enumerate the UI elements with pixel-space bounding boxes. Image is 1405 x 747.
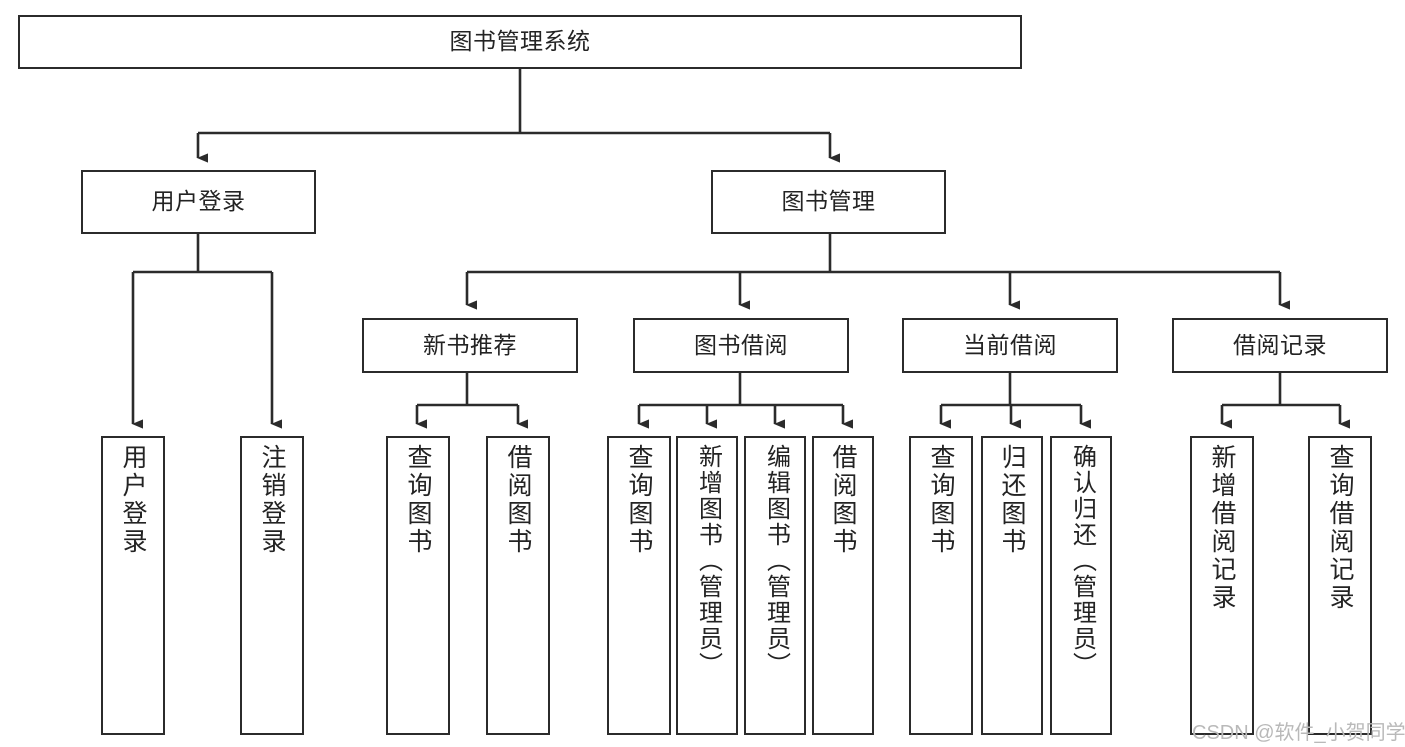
node-label: 新书推荐 — [423, 331, 517, 358]
node-label: 新增借阅记录 — [1208, 444, 1236, 612]
node-label: 借阅记录 — [1233, 331, 1327, 358]
node-label: 归还图书 — [998, 444, 1026, 556]
leaf-nb-borrow-book[interactable]: 借阅图书 — [486, 436, 550, 735]
watermark-text: CSDN @软件_小贺同学 — [1192, 722, 1405, 744]
node-label: 查询图书 — [927, 444, 955, 556]
leaf-user-login[interactable]: 用户登录 — [101, 436, 165, 735]
node-label: 图书借阅 — [694, 331, 788, 358]
leaf-bb-borrow-book[interactable]: 借阅图书 — [812, 436, 874, 735]
leaf-bb-query-book[interactable]: 查询图书 — [607, 436, 671, 735]
node-label: 当前借阅 — [963, 331, 1057, 358]
node-label: 查询图书 — [625, 444, 653, 556]
leaf-br-query-record[interactable]: 查询借阅记录 — [1308, 436, 1372, 735]
leaf-br-add-record[interactable]: 新增借阅记录 — [1190, 436, 1254, 735]
node-label: 借阅图书 — [829, 444, 857, 556]
node-current-borrow[interactable]: 当前借阅 — [902, 318, 1118, 373]
leaf-bb-add-book[interactable]: 新增图书（管理员） — [676, 436, 738, 735]
node-label: 查询借阅记录 — [1326, 444, 1354, 612]
leaf-bb-edit-book[interactable]: 编辑图书（管理员） — [744, 436, 806, 735]
node-book-borrow[interactable]: 图书借阅 — [633, 318, 849, 373]
node-label: 用户登录 — [151, 188, 246, 215]
node-label: 新增图书（管理员） — [694, 444, 722, 678]
leaf-cb-query-book[interactable]: 查询图书 — [909, 436, 973, 735]
leaf-cb-return-book[interactable]: 归还图书 — [981, 436, 1043, 735]
node-label: 图书管理系统 — [449, 28, 591, 55]
node-new-book-recommend[interactable]: 新书推荐 — [362, 318, 578, 373]
leaf-cb-confirm-return[interactable]: 确认归还（管理员） — [1050, 436, 1112, 735]
leaf-nb-query-book[interactable]: 查询图书 — [386, 436, 450, 735]
node-label: 借阅图书 — [504, 444, 532, 556]
node-label: 编辑图书（管理员） — [762, 444, 790, 678]
leaf-logout[interactable]: 注销登录 — [240, 436, 304, 735]
node-label: 图书管理 — [781, 188, 876, 215]
node-label: 确认归还（管理员） — [1068, 444, 1096, 678]
node-label: 用户登录 — [119, 444, 147, 556]
node-root-system[interactable]: 图书管理系统 — [18, 15, 1022, 69]
node-label: 注销登录 — [258, 444, 286, 556]
node-user-login[interactable]: 用户登录 — [81, 170, 316, 234]
node-borrow-record[interactable]: 借阅记录 — [1172, 318, 1388, 373]
node-book-management[interactable]: 图书管理 — [711, 170, 946, 234]
node-label: 查询图书 — [404, 444, 432, 556]
